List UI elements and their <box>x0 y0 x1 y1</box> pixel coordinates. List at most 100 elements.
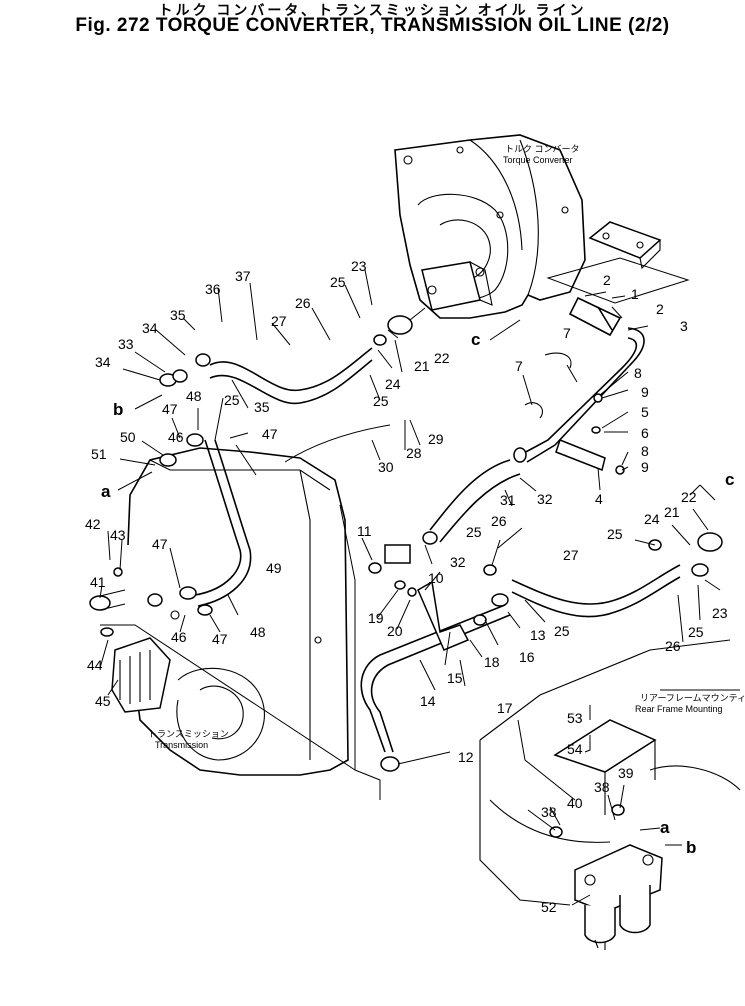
part-label: 38 <box>541 804 557 820</box>
part-label: 25 <box>466 524 482 540</box>
bracket-15 <box>417 580 470 651</box>
part-label: 53 <box>567 710 583 726</box>
part-label: 26 <box>491 513 507 529</box>
part-label: 44 <box>87 657 103 673</box>
part-label: 39 <box>618 765 634 781</box>
part-label: 47 <box>212 631 228 647</box>
part-label: 8 <box>634 365 642 381</box>
hose-1 <box>597 306 613 331</box>
part-label: 24 <box>644 511 660 527</box>
oil-filter-assembly <box>574 844 663 950</box>
part-label: 41 <box>90 574 106 590</box>
part-label: 25 <box>688 624 704 640</box>
connection-letter: a <box>660 818 670 837</box>
part-label: 25 <box>224 392 240 408</box>
part-label: 38 <box>594 779 610 795</box>
part-label: 8 <box>641 443 649 459</box>
part-label: 27 <box>563 547 579 563</box>
part-label: 1 <box>631 286 639 302</box>
leader-lines <box>99 269 721 906</box>
part-label: 48 <box>186 388 202 404</box>
part-label: 24 <box>385 376 401 392</box>
connection-letter: a <box>101 482 111 501</box>
part-label: 6 <box>641 425 649 441</box>
part-label: 32 <box>450 554 466 570</box>
part-label: 9 <box>641 459 649 475</box>
part-label: 21 <box>414 358 430 374</box>
part-label: 25 <box>330 274 346 290</box>
figure-title-japanese: トルク コンバータ、トランスミッション オイル ライン <box>158 2 587 18</box>
torque-converter-label: Torque Converter <box>503 155 573 165</box>
part-label: 17 <box>497 700 513 716</box>
part-label: 2 <box>603 272 611 288</box>
transmission-label: Transmission <box>155 740 208 750</box>
hose-27-upper <box>209 347 373 405</box>
part-label: 16 <box>519 649 535 665</box>
transmission-label-jp: トランスミッション <box>148 729 229 739</box>
part-label: 22 <box>681 489 697 505</box>
connection-letter: c <box>471 330 480 349</box>
part-label: 2 <box>656 301 664 317</box>
part-label: 23 <box>351 258 367 274</box>
part-label: 37 <box>235 268 251 284</box>
part-label: 40 <box>567 795 583 811</box>
part-label: 48 <box>250 624 266 640</box>
part-label: 3 <box>680 318 688 334</box>
bracket-top-right <box>588 221 662 270</box>
part-label: 50 <box>120 429 136 445</box>
clamp-7 <box>544 352 572 369</box>
part-label: 33 <box>118 336 134 352</box>
part-label: 7 <box>515 358 523 374</box>
part-label: 42 <box>85 516 101 532</box>
part-label: 23 <box>712 605 728 621</box>
part-label: 4 <box>595 491 603 507</box>
pipe-3 <box>521 327 645 463</box>
part-number-labels: 1 2 2 3 4 5 6 7 7 8 8 9 9 10 11 12 13 14… <box>85 258 728 915</box>
part-label: 22 <box>434 350 450 366</box>
part-label: 5 <box>641 404 649 420</box>
part-label: 12 <box>458 749 474 765</box>
part-label: 54 <box>567 741 583 757</box>
part-label: 9 <box>641 384 649 400</box>
connection-letter: b <box>686 838 696 857</box>
part-label: 47 <box>152 536 168 552</box>
part-label: 26 <box>665 638 681 654</box>
part-label: 31 <box>500 492 516 508</box>
part-label: 13 <box>530 627 546 643</box>
part-label: 30 <box>378 459 394 475</box>
pipe-14 <box>360 604 511 753</box>
part-label: 32 <box>537 491 553 507</box>
torque-converter-valve-block <box>421 261 493 311</box>
part-label: 34 <box>142 320 158 336</box>
part-label: 14 <box>420 693 436 709</box>
rear-frame-label: Rear Frame Mounting <box>635 704 723 714</box>
part-label: 18 <box>484 654 500 670</box>
hose-27-lower <box>511 564 681 618</box>
part-label: 11 <box>357 523 372 539</box>
connection-letters: a a b b c c <box>101 330 734 857</box>
rear-frame-outline <box>479 639 741 906</box>
part-label: 25 <box>373 393 389 409</box>
part-label: 43 <box>110 527 126 543</box>
part-label: 28 <box>406 445 422 461</box>
pipe-49 <box>194 439 252 607</box>
hose-31 <box>429 459 521 543</box>
part-label: 20 <box>387 623 403 639</box>
part-label: 46 <box>168 429 184 445</box>
part-label: 27 <box>271 313 287 329</box>
part-label: 35 <box>254 399 270 415</box>
connection-letter: b <box>113 400 123 419</box>
part-label: 46 <box>171 629 187 645</box>
part-label: 29 <box>428 431 444 447</box>
bracket-4 <box>555 439 606 472</box>
part-label: 25 <box>607 526 623 542</box>
part-label: 51 <box>91 446 107 462</box>
part-label: 25 <box>554 623 570 639</box>
figure-title: Fig. 272 TORQUE CONVERTER, TRANSMISSION … <box>75 15 670 36</box>
part-label: 34 <box>95 354 111 370</box>
part-label: 7 <box>563 325 571 341</box>
part-label: 47 <box>262 426 278 442</box>
part-label: 15 <box>447 670 463 686</box>
part-label: 21 <box>664 504 680 520</box>
rear-frame-label-jp: リアーフレームマウンティング <box>640 692 745 703</box>
